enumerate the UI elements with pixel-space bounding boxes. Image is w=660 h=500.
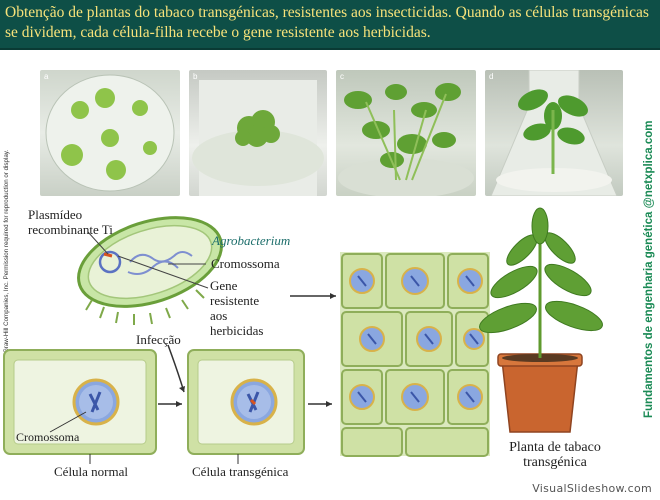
photo-label-b: b xyxy=(193,72,198,81)
transgenic-tissue xyxy=(340,252,490,457)
label-transgenic-plant: Planta de tabaco transgénica xyxy=(509,440,601,470)
label-normal-cell: Célula normal xyxy=(54,464,129,479)
label-chromosome-bacterium: Cromossoma xyxy=(211,256,280,271)
callus-flask-image xyxy=(192,80,324,196)
title-text: Obtenção de plantas do tabaco transgénic… xyxy=(5,4,649,41)
label-plasmid: Plasmídeo recombinante Ti xyxy=(28,207,113,237)
photo-label-a: a xyxy=(44,72,49,81)
title-banner: Obtenção de plantas do tabaco transgénic… xyxy=(0,0,660,50)
label-chromosome-cell: Cromossoma xyxy=(16,430,80,444)
tobacco-plant xyxy=(479,207,603,433)
footer-brand: VisualSlideshow.com xyxy=(532,482,652,495)
label-transgenic-cell: Célula transgénica xyxy=(192,464,289,479)
photo-d-plantlet: d xyxy=(485,70,623,196)
label-infection: Infecção xyxy=(136,332,181,347)
photo-label-c: c xyxy=(340,72,344,81)
label-agrobacterium: Agrobacterium xyxy=(212,233,291,248)
photo-b-callus: b xyxy=(189,70,327,196)
photo-c-shoots: c xyxy=(336,70,476,196)
transgenic-cell xyxy=(187,349,305,464)
normal-cell xyxy=(3,349,157,464)
plantlet-flask-image xyxy=(490,70,618,196)
shoots-image xyxy=(338,83,474,196)
label-gene-resistant: Gene resistente aos herbicidas xyxy=(210,278,264,338)
agrobacterium-cell xyxy=(77,216,223,325)
photo-label-d: d xyxy=(489,72,494,81)
photo-a-leaf-discs: a xyxy=(40,70,180,196)
leaf-discs-image xyxy=(45,74,175,192)
